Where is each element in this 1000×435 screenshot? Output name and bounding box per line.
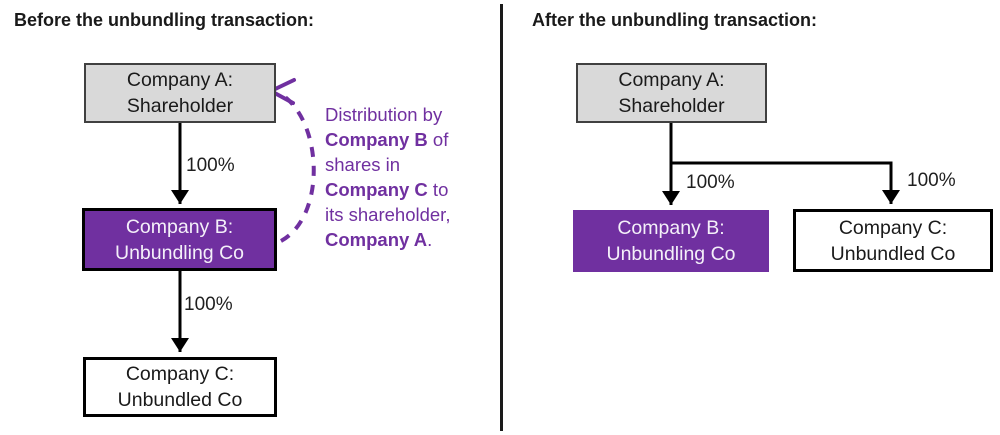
before-edge-label-b-c: 100% <box>184 294 233 315</box>
annotation-text: Distribution by <box>325 104 443 125</box>
annotation-text-bold: Company A <box>325 229 428 250</box>
before-company-a-label: Company A: Shareholder <box>126 69 234 117</box>
after-company-b-label: Company B: Unbundling Co <box>606 217 736 265</box>
annotation-text: of <box>427 129 449 150</box>
before-company-b-label: Company B: Unbundling Co <box>114 215 244 264</box>
before-company-a-box: Company A: Shareholder <box>84 63 276 123</box>
before-company-c-box: Company C: Unbundled Co <box>83 357 277 417</box>
annotation-line: Company C to <box>325 177 485 202</box>
annotation-text: its shareholder, <box>325 204 451 225</box>
after-company-c-box: Company C: Unbundled Co <box>793 209 993 272</box>
annotation-line: Distribution by <box>325 102 485 127</box>
annotation-line: shares in <box>325 152 485 177</box>
annotation-line: its shareholder, <box>325 202 485 227</box>
after-company-a-box: Company A: Shareholder <box>576 63 767 123</box>
after-company-c-label: Company C: Unbundled Co <box>830 216 956 265</box>
before-company-c-label: Company C: Unbundled Co <box>117 363 243 411</box>
after-company-a-label: Company A: Shareholder <box>618 69 725 117</box>
panel-divider <box>500 4 503 431</box>
before-panel-title: Before the unbundling transaction: <box>14 10 314 30</box>
annotation-text: shares in <box>325 154 401 175</box>
after-panel-title: After the unbundling transaction: <box>532 10 817 30</box>
annotation-line: Company B of <box>325 127 485 152</box>
annotation-text-bold: Company B <box>325 129 428 150</box>
distribution-dashed-curve <box>279 95 316 243</box>
after-arrow-a-to-c <box>671 161 900 204</box>
after-edge-label-a-c: 100% <box>907 170 956 191</box>
after-edge-label-a-b: 100% <box>686 172 735 193</box>
before-company-b-box: Company B: Unbundling Co <box>82 208 277 271</box>
after-company-b-box: Company B: Unbundling Co <box>573 210 769 272</box>
annotation-line: Company A. <box>325 227 485 252</box>
annotation-text: . <box>427 229 433 250</box>
distribution-annotation: Distribution by Company B of shares in C… <box>325 102 485 252</box>
annotation-text: to <box>427 179 449 200</box>
annotation-text-bold: Company C <box>325 179 428 200</box>
before-edge-label-a-b: 100% <box>186 155 235 176</box>
